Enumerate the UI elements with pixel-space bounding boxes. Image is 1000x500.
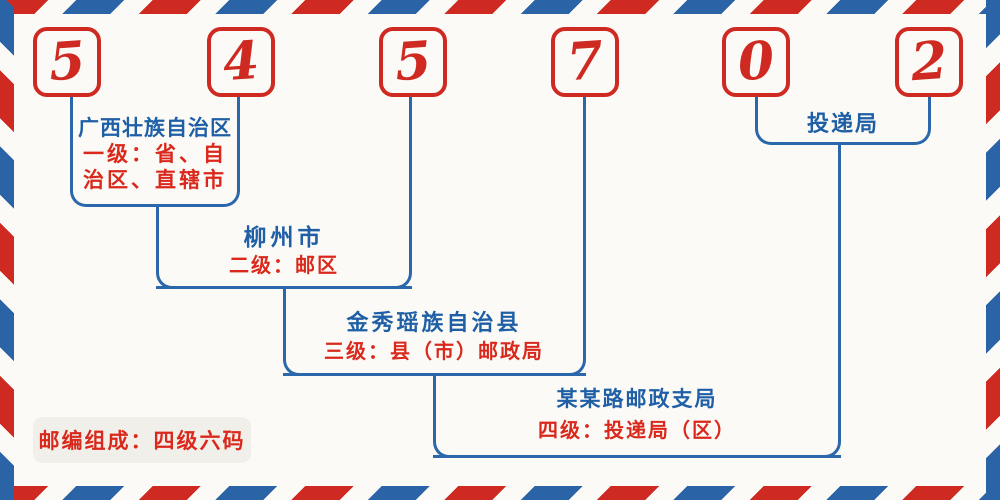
level-3-connector-left xyxy=(283,289,586,376)
level-3-desc: 三级：县（市）邮政局 xyxy=(324,341,544,363)
airmail-border-left xyxy=(0,0,14,500)
level-4-connector-left xyxy=(433,376,841,458)
digit-3: 5 xyxy=(392,29,434,94)
digit-box-4: 7 xyxy=(551,27,619,97)
delivery-office-bracket xyxy=(755,97,931,145)
delivery-office-label: 投递局 xyxy=(806,111,879,136)
level-3-name: 金秀瑶族自治县 xyxy=(346,310,522,335)
level-1-name: 广西壮族自治区 xyxy=(78,117,232,140)
digit-box-3: 5 xyxy=(379,27,447,97)
level-2-connector-left xyxy=(156,207,412,289)
digit-4: 7 xyxy=(564,29,606,94)
digit-2: 4 xyxy=(220,29,262,94)
level-1-desc-line1: 一级：省、自 xyxy=(83,143,227,166)
digit-6: 2 xyxy=(908,29,950,94)
level-2-desc: 二级：邮区 xyxy=(229,255,339,277)
digit-box-2: 4 xyxy=(207,27,275,97)
level-2-text: 柳州市 二级：邮区 xyxy=(158,224,410,278)
level-4-name: 某某路邮政支局 xyxy=(556,388,718,411)
digit-5: 0 xyxy=(735,29,777,94)
digit-1: 5 xyxy=(46,29,88,94)
level-3-text: 金秀瑶族自治县 三级：县（市）邮政局 xyxy=(284,310,584,364)
level-1-text: 广西壮族自治区 一级：省、自 治区、直辖市 xyxy=(72,116,238,194)
airmail-border-right xyxy=(986,0,1000,500)
digit-box-5: 0 xyxy=(722,27,790,97)
digit-box-6: 2 xyxy=(895,27,963,97)
postcode-composition-note: 邮编组成：四级六码 xyxy=(33,417,251,463)
level-4-desc: 四级：投递局（区） xyxy=(538,420,736,442)
level-1-bracket xyxy=(70,97,240,207)
airmail-border-bottom xyxy=(0,486,1000,500)
digit-box-1: 5 xyxy=(33,27,101,97)
level-4-text: 某某路邮政支局 四级：投递局（区） xyxy=(434,387,840,443)
airmail-border-top xyxy=(0,0,1000,14)
level-1-desc-line2: 治区、直辖市 xyxy=(83,169,227,192)
level-2-name: 柳州市 xyxy=(243,224,325,250)
